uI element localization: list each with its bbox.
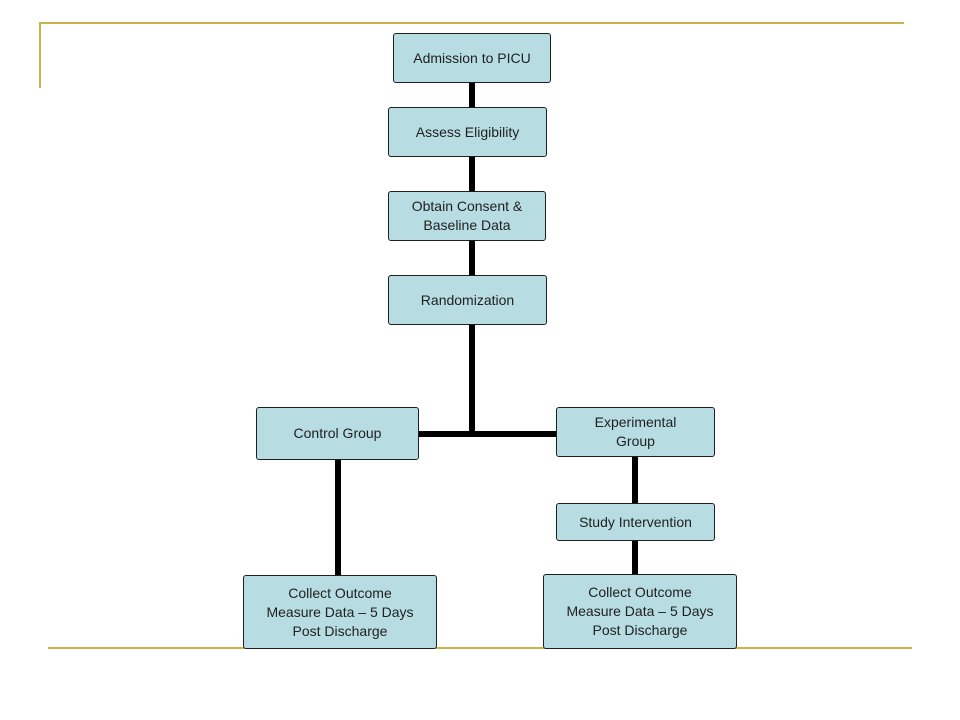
connector-consent-randomization: [469, 240, 475, 276]
control-outcome-box: Collect Outcome Measure Data – 5 Days Po…: [243, 575, 437, 649]
admission-box: Admission to PICU: [393, 33, 551, 83]
connector-eligibility-consent: [469, 156, 475, 192]
connector-experimental-intervention: [632, 456, 638, 504]
left-rule: [39, 22, 41, 88]
randomization-box: Randomization: [388, 275, 547, 325]
consent-box: Obtain Consent & Baseline Data: [388, 191, 546, 241]
experimental-outcome-box: Collect Outcome Measure Data – 5 Days Po…: [543, 574, 737, 649]
bottom-rule: [48, 647, 912, 649]
connector-intervention-outcome: [632, 540, 638, 575]
study-intervention-box: Study Intervention: [556, 503, 715, 541]
connector-control-outcome: [335, 459, 341, 576]
connector-admission-eligibility: [469, 82, 475, 108]
eligibility-box: Assess Eligibility: [388, 107, 547, 157]
experimental-group-box: Experimental Group: [556, 407, 715, 457]
top-rule: [40, 22, 904, 24]
control-group-box: Control Group: [256, 407, 419, 460]
connector-branch-horizontal: [418, 431, 557, 437]
connector-randomization-branch: [469, 324, 475, 435]
